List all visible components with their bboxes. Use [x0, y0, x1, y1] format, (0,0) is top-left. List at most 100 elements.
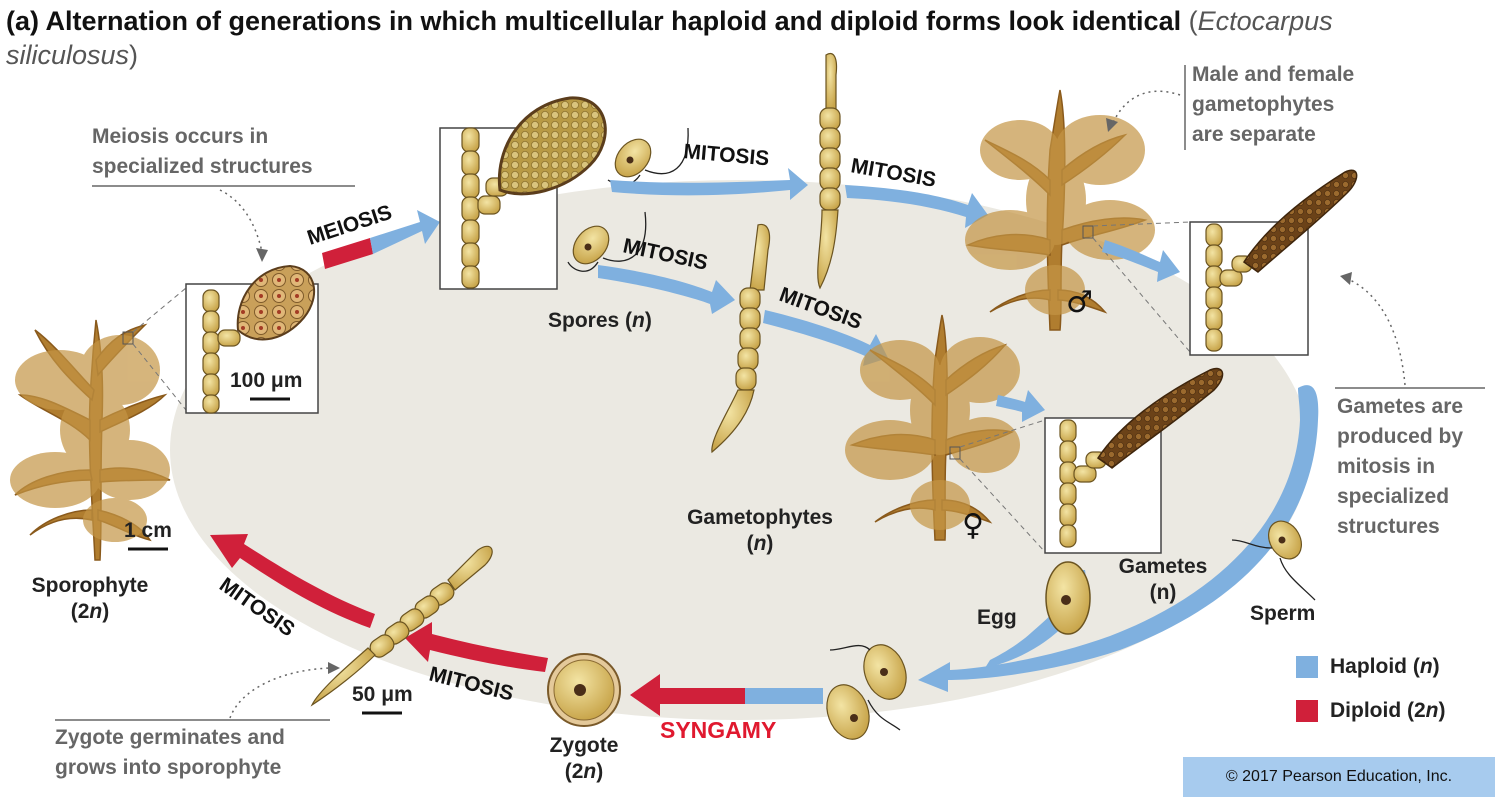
gametophytes-ploidy: (n) [668, 531, 852, 557]
male-gametangium [1242, 169, 1358, 273]
sporangium-filament [202, 289, 241, 414]
note-gametes-line3: mitosis in [1337, 455, 1436, 478]
note-gametes-line2: produced by [1337, 425, 1464, 448]
mitosis-arrow-4 [763, 310, 888, 366]
sporophyte-n: n [89, 600, 103, 623]
gametophytes-n: n [753, 532, 767, 555]
zygote-open: ( [564, 760, 572, 783]
legend-diploid-text: Diploid (2 [1330, 699, 1426, 722]
label-spores: Spores (n) [548, 308, 652, 334]
species-italic: Ectocarpus siliculosus [6, 6, 1333, 70]
note-gametes-line4: specialized [1337, 485, 1450, 508]
female-symbol: ♀ [962, 508, 984, 543]
scale-label-100um: 100 μm [230, 369, 303, 392]
male-symbol: ♂ [1066, 285, 1093, 320]
gametes-ploidy: (n) [1149, 581, 1177, 604]
figure-title: (a) Alternation of generations in which … [6, 4, 1446, 72]
note-gametes-line5: structures [1337, 515, 1440, 538]
meiosis-arrow [322, 210, 440, 269]
species-open-paren: ( [1188, 6, 1198, 36]
egg [1045, 561, 1091, 635]
note-separate-line1: Male and female [1192, 63, 1355, 86]
zygote [547, 653, 621, 727]
gametophytes-text: Gametophytes [687, 506, 833, 529]
label-egg: Egg [977, 606, 1017, 629]
gametophytes-open: ( [746, 532, 754, 555]
note-separate-line2: gametophytes [1192, 93, 1335, 116]
arrow-to-male-inset [1102, 240, 1180, 282]
legend-haploid-n: n [1419, 655, 1433, 678]
scale-label-50um: 50 μm [352, 683, 413, 706]
filament-top [817, 53, 841, 290]
gametes-text: Gametes [1118, 555, 1208, 578]
sporophyte-inset-marker [122, 331, 134, 345]
label-mitosis-1: MITOSIS [683, 140, 771, 170]
spore-filament [461, 127, 509, 289]
zygote-n: n [583, 760, 597, 783]
filament-middle [711, 223, 771, 454]
callout-arrowheads [256, 118, 1352, 674]
legend-swatch-haploid [1296, 656, 1318, 678]
label-gametes: Gametes (n) [1105, 554, 1221, 606]
gametophytes-close: ) [766, 532, 774, 555]
legend-haploid: Haploid (n) [1330, 654, 1440, 680]
sporophyte-ploidy: (2n) [28, 599, 152, 625]
sporangium [236, 264, 316, 341]
legend-diploid-close: ) [1438, 699, 1446, 722]
spores-n: n [632, 309, 645, 332]
scale-label-1cm: 1 cm [124, 519, 172, 542]
mitosis-arrow-3 [598, 265, 735, 314]
species-close-paren: ) [129, 40, 139, 70]
sporophyte-open: ( [70, 600, 78, 623]
legend-diploid: Diploid (2n) [1330, 698, 1446, 724]
legend-haploid-text: Haploid ( [1330, 655, 1420, 678]
note-separate-gametophytes: Male and female gametophytes are separat… [1192, 60, 1354, 150]
sporophyte-close: ) [102, 600, 110, 623]
spore-top [607, 127, 689, 186]
sporophyte-text: Sporophyte [31, 574, 149, 597]
sperm [1231, 520, 1316, 601]
arrow-to-female-inset [996, 390, 1045, 422]
note-separate-line3: are separate [1192, 123, 1316, 146]
title-text: (a) Alternation of generations in which … [6, 6, 1182, 36]
spores-close: ) [644, 309, 652, 332]
female-gametangium [1096, 367, 1224, 469]
note-meiosis-line1: Meiosis occurs in [92, 125, 269, 148]
sporophyte-fuzz [10, 335, 170, 542]
note-zygote-line2: grows into sporophyte [55, 756, 282, 779]
spore-bottom [567, 211, 647, 272]
species-name: (Ectocarpus siliculosus) [6, 6, 1333, 70]
note-gametes-mitosis: Gametes are produced by mitosis in speci… [1337, 392, 1463, 542]
female-inset-marker [949, 446, 961, 460]
note-zygote: Zygote germinates and grows into sporoph… [55, 723, 285, 783]
label-gametophytes: Gametophytes (n) [668, 505, 852, 557]
spores-text: Spores ( [548, 309, 633, 332]
label-zygote: Zygote (2n) [530, 733, 638, 785]
copyright-banner: © 2017 Pearson Education, Inc. [1183, 757, 1495, 797]
legend-swatch-diploid [1296, 700, 1318, 722]
zygote-text: Zygote [549, 734, 619, 757]
label-syngamy: SYNGAMY [660, 717, 776, 743]
label-sporophyte: Sporophyte (2n) [28, 573, 152, 625]
note-zygote-line1: Zygote germinates and [55, 726, 285, 749]
note-meiosis-line2: specialized structures [92, 155, 313, 178]
callout-lines [55, 65, 1485, 721]
syngamy-arrow [630, 674, 823, 716]
note-gametes-line1: Gametes are [1337, 395, 1464, 418]
note-meiosis: Meiosis occurs in specialized structures [92, 122, 313, 182]
male-gametophyte-fuzz [965, 115, 1155, 315]
female-gametophyte-fuzz [845, 337, 1020, 530]
legend-diploid-n: n [1425, 699, 1439, 722]
sporophyte-2: 2 [77, 600, 90, 623]
mitosis-arrow-2 [845, 185, 988, 228]
zygote-filament [310, 545, 493, 707]
zygote-ploidy: (2n) [530, 759, 638, 785]
zygote-2: 2 [571, 760, 584, 783]
zygote-close: ) [596, 760, 604, 783]
label-sperm: Sperm [1250, 602, 1316, 625]
fusing-gametes [826, 644, 907, 740]
diploid-mitosis-arrow-1 [405, 622, 548, 672]
diploid-mitosis-arrow-2 [210, 534, 375, 628]
unilocular-sporangium [497, 96, 607, 196]
